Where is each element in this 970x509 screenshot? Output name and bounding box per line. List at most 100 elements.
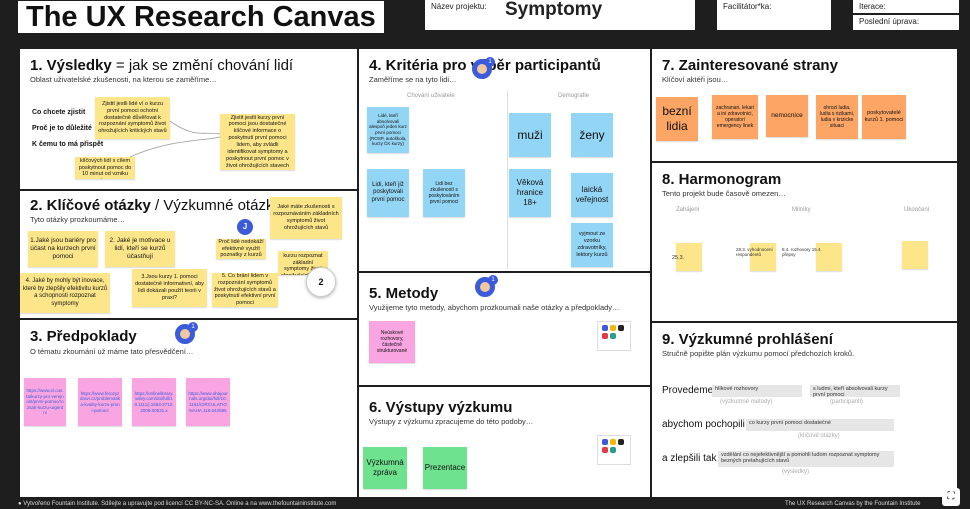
sticky-note[interactable]: Věková hranice 18+ bbox=[509, 169, 551, 217]
sticky-note[interactable]: Dokáží lidé po kurzu rozpoznat základní … bbox=[278, 251, 328, 275]
statement-field-methods[interactable]: hlíkové rozhovory bbox=[712, 385, 802, 397]
sticky-note[interactable] bbox=[750, 243, 776, 271]
label-goal: K čemu to má přispět bbox=[32, 141, 104, 148]
sticky-note[interactable]: nemocnice bbox=[766, 95, 808, 137]
section-title: 3. Předpoklady bbox=[30, 328, 137, 345]
section-title: 2. Klíčové otázky / Výzkumné otázky bbox=[30, 197, 281, 214]
top-bar: The UX Research Canvas Název projektu: S… bbox=[0, 0, 970, 44]
statement-hint-participants: (participanti) bbox=[830, 399, 864, 405]
section-title: 6. Výstupy výzkumu bbox=[369, 399, 513, 416]
sticky-note[interactable] bbox=[676, 243, 702, 271]
sticky-note[interactable]: Jaké máte zkušenosti s rozpoznáváním zák… bbox=[270, 197, 342, 239]
sticky-note[interactable]: ohrozi ludia, ludia s rizikami, ludia v … bbox=[816, 95, 858, 139]
project-name-label: Název projektu: bbox=[431, 2, 487, 11]
sticky-note[interactable]: zachranari, lekari a ini zdravotnici, op… bbox=[712, 95, 758, 139]
sticky-note[interactable]: Zjistit jestli lidé ví o kurzu první pom… bbox=[95, 97, 170, 139]
statement-hint-questions: (klíčové otázky) bbox=[798, 433, 840, 439]
statement-hint-outcomes: (výsledky) bbox=[782, 469, 810, 475]
sticky-note[interactable]: poskytovatelé kurzů 1. pomoci bbox=[862, 95, 906, 139]
label-why: Proč je to důležité bbox=[32, 125, 92, 132]
section-title: 8. Harmonogram bbox=[662, 171, 782, 188]
sticky-note[interactable]: 3.Jsou kurzy 1. pomoci dostatečně inform… bbox=[132, 269, 207, 307]
statement-row-1: Provedeme bbox=[662, 385, 714, 396]
user-avatar[interactable]: 1 bbox=[475, 275, 498, 297]
section-assumptions: 3. Předpoklady O tématu zkoumání už máme… bbox=[18, 318, 359, 499]
timeline-end-label: Ukončení bbox=[904, 207, 930, 213]
sticky-note[interactable] bbox=[816, 243, 842, 271]
sticky-note[interactable]: 5. Co brání lidem v rozpoznání symptomů … bbox=[212, 273, 278, 307]
sticky-note[interactable]: vyjmout ze vzorku zdravotníky, lektory k… bbox=[571, 223, 613, 267]
canvas-title: The UX Research Canvas bbox=[18, 1, 384, 33]
comment-marker[interactable]: J bbox=[237, 219, 253, 235]
sticky-note[interactable]: Výzkumná zpráva bbox=[363, 447, 407, 489]
statement-field-participants[interactable]: s ludmi, kteří absolvovali kurzy první p… bbox=[810, 385, 900, 398]
section-title: 5. Metody bbox=[369, 285, 439, 302]
statement-row-2: abychom pochopili bbox=[662, 419, 745, 430]
statement-field-outcomes[interactable]: vzdělání co nejefektivnější a pomohli lu… bbox=[718, 451, 894, 467]
sticky-note[interactable]: Sledovat zapojení klíčových lidí s cílem… bbox=[75, 157, 135, 179]
section-research-outputs: 6. Výstupy výzkumu Výstupy z výzkumu zpr… bbox=[357, 385, 652, 499]
iteration-box[interactable]: Iterace: bbox=[853, 0, 959, 13]
section-title: 9. Výzkumné prohlášení bbox=[662, 331, 833, 348]
link-note[interactable]: https://www.ahajournals.org/doi/full/10.… bbox=[186, 378, 230, 426]
sticky-note[interactable]: 2. Jaké je motivace u lidí, kteří se kur… bbox=[105, 231, 175, 267]
facilitator-box[interactable]: Facilitátor*ka: bbox=[717, 0, 831, 30]
sticky-note[interactable]: laická veřejnost bbox=[571, 173, 613, 217]
sticky-note[interactable]: ženy bbox=[571, 113, 613, 157]
statement-row-3: a zlepšili tak bbox=[662, 453, 717, 464]
footer-credit-right: The UX Research Canvas by the Fountain I… bbox=[785, 501, 921, 507]
section-participant-criteria: 4. Kritéria pro výběr participantů Zaměř… bbox=[357, 47, 652, 273]
section-subtitle: Tento projekt bude časově omezen… bbox=[662, 189, 786, 198]
connector-lines bbox=[129, 120, 221, 158]
statement-field-questions[interactable]: co kurzy první pomoci dostatečné bbox=[746, 419, 894, 431]
section-subtitle: O tématu zkoumání už máme tato přesvědče… bbox=[30, 347, 194, 356]
section-subtitle: Oblast uživatelské zkušenosti, na kterou… bbox=[30, 75, 217, 84]
column-header-demographics: Demografie bbox=[558, 93, 590, 99]
link-note[interactable]: https://www.cl.cus.ta/kurzy-pro-verejnos… bbox=[24, 378, 66, 426]
footer-credit: ● Vytvořeno Fountain Institute. Sdílejte… bbox=[18, 501, 337, 507]
user-avatar[interactable]: 1 bbox=[175, 322, 198, 344]
section-subtitle: Výstupy z výzkumu zpracujeme do této pod… bbox=[369, 417, 534, 426]
project-name-box[interactable]: Název projektu: Symptomy bbox=[425, 0, 695, 30]
sticky-note[interactable]: Lidi, kteří již poskytovali první pomoc bbox=[367, 169, 409, 217]
section-key-questions: 2. Klíčové otázky / Výzkumné otázky Tyto… bbox=[18, 189, 359, 320]
label-want: Co chcete zjistit bbox=[32, 109, 86, 116]
sticky-note[interactable]: Lidé, kteří absolvovali alespoň jeden ku… bbox=[367, 107, 409, 153]
facilitator-label: Facilitátor*ka: bbox=[723, 2, 772, 11]
section-research-statement: 9. Výzkumné prohlášení Stručně popište p… bbox=[650, 321, 959, 499]
iteration-label: Iterace: bbox=[859, 2, 886, 11]
comment-counter[interactable]: 2 bbox=[306, 267, 336, 297]
section-subtitle: Tyto otázky prozkoumáme… bbox=[30, 215, 126, 224]
sticky-note[interactable]: 1.Jaké jsou bariéry pro účast na kurzech… bbox=[28, 231, 98, 267]
section-stakeholders: 7. Zainteresované strany Klíčoví aktéři … bbox=[650, 47, 959, 163]
timeline-start-label: Zahájení bbox=[676, 207, 700, 213]
sticky-note[interactable]: 4. Jaké by mohly být inovace, které by z… bbox=[20, 273, 110, 313]
project-name-value: Symptomy bbox=[505, 0, 603, 20]
column-divider bbox=[507, 91, 508, 269]
sticky-note[interactable]: muži bbox=[509, 113, 551, 157]
timeline-milestone-1: 28.3. vyhodnocení respondentů bbox=[736, 247, 773, 257]
link-note[interactable]: https://onlinelibrary.wiley.com/doi/full… bbox=[132, 378, 176, 426]
timeline-milestone-2: 8.4. rozhovory 15.4. přepsy bbox=[782, 247, 822, 257]
document-thumbnail[interactable] bbox=[597, 435, 631, 465]
sticky-note[interactable]: Proč lidé nedokáží efektivně využít pozn… bbox=[216, 239, 266, 259]
last-edit-box[interactable]: Poslední úprava: bbox=[853, 15, 959, 30]
section-timeline: 8. Harmonogram Tento projekt bude časově… bbox=[650, 161, 959, 323]
document-thumbnail[interactable] bbox=[597, 321, 631, 351]
sticky-note[interactable]: Lidi bez zkušeností s poskytováním první… bbox=[423, 169, 465, 217]
section-subtitle: Klíčoví aktéři jsou… bbox=[662, 75, 729, 84]
canvas-board: 1. Výsledky = jak se změní chování lidí … bbox=[18, 47, 959, 499]
sticky-note[interactable]: Neúskové rozhovory, částečně strukturova… bbox=[369, 321, 415, 363]
last-edit-label: Poslední úprava: bbox=[859, 17, 920, 26]
section-title: 1. Výsledky = jak se změní chování lidí bbox=[30, 57, 294, 74]
column-header-behavior: Chování uživatele bbox=[407, 93, 455, 99]
sticky-note[interactable]: Prezentace bbox=[423, 447, 467, 489]
section-subtitle: Využijeme tyto metody, abychom prozkouma… bbox=[369, 303, 620, 312]
sticky-note[interactable]: bezní lidia bbox=[656, 97, 698, 141]
fullscreen-icon[interactable]: ⛶ bbox=[942, 488, 960, 506]
user-avatar[interactable]: 1 bbox=[472, 57, 495, 79]
sticky-note[interactable]: Zjistit jestli kurzy první pomoci jsou d… bbox=[220, 114, 295, 170]
link-note[interactable]: https://www.ferozyzdravi.cz/problematika… bbox=[78, 378, 122, 426]
sticky-note[interactable] bbox=[902, 241, 928, 269]
timeline-date: 25.3. bbox=[672, 255, 685, 261]
